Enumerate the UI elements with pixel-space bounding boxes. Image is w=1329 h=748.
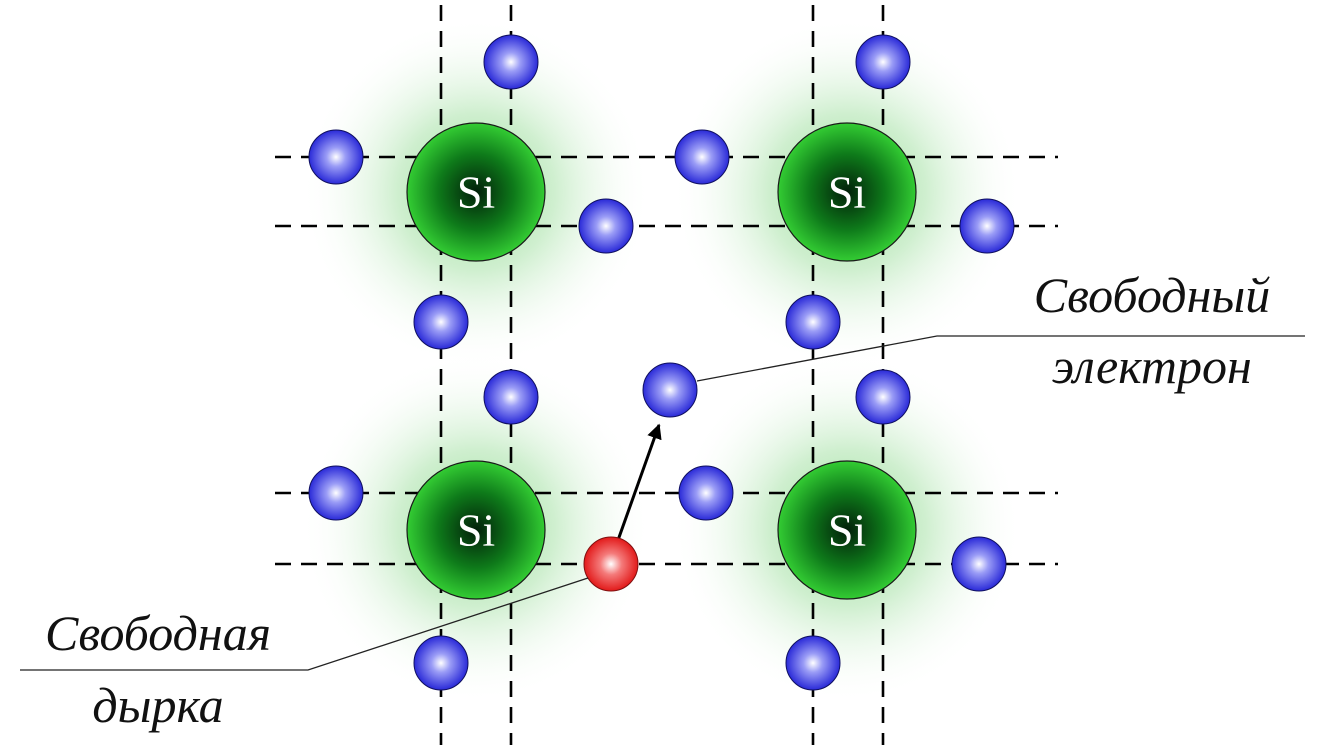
electron bbox=[959, 198, 1015, 254]
transition-arrow bbox=[615, 423, 662, 544]
electron bbox=[413, 294, 469, 350]
silicon-atom-top-right: Si bbox=[777, 122, 917, 262]
electron bbox=[483, 369, 539, 425]
callout-label-line1: Свободная bbox=[45, 605, 271, 661]
electron bbox=[308, 465, 364, 521]
silicon-atom-bottom-right: Si bbox=[777, 460, 917, 600]
silicon-atom-core bbox=[777, 122, 917, 262]
bound-electrons bbox=[308, 34, 1015, 691]
silicon-atom-label: Si bbox=[457, 505, 495, 556]
silicon-atom-core bbox=[406, 460, 546, 600]
silicon-atom-core bbox=[777, 460, 917, 600]
electron bbox=[413, 635, 469, 691]
silicon-atom-label: Si bbox=[828, 167, 866, 218]
callout-label-line1: Свободный bbox=[1034, 267, 1271, 323]
silicon-atom-top-left: Si bbox=[406, 122, 546, 262]
electron bbox=[785, 294, 841, 350]
callout-label-line2: дырка bbox=[92, 677, 223, 733]
callout-free-electron: Свободный электрон bbox=[696, 267, 1305, 394]
silicon-atom-label: Si bbox=[828, 505, 866, 556]
free-hole bbox=[583, 536, 639, 592]
electron bbox=[578, 198, 634, 254]
silicon-atom-core bbox=[406, 122, 546, 262]
callout-leader-line bbox=[20, 577, 589, 671]
callout-label-line2: электрон bbox=[1052, 338, 1252, 394]
callout-leader-line bbox=[696, 335, 1305, 382]
callout-free-hole: Свободная дырка bbox=[20, 577, 589, 733]
silicon-atom-bottom-left: Si bbox=[406, 460, 546, 600]
free-electron bbox=[642, 362, 698, 418]
silicon-atom-label: Si bbox=[457, 167, 495, 218]
electron bbox=[855, 369, 911, 425]
electron bbox=[951, 536, 1007, 592]
electron bbox=[855, 34, 911, 90]
electron bbox=[785, 635, 841, 691]
electron bbox=[678, 465, 734, 521]
electron bbox=[674, 129, 730, 185]
atom-glow-group bbox=[301, 17, 1022, 703]
electron bbox=[483, 34, 539, 90]
electron bbox=[308, 129, 364, 185]
